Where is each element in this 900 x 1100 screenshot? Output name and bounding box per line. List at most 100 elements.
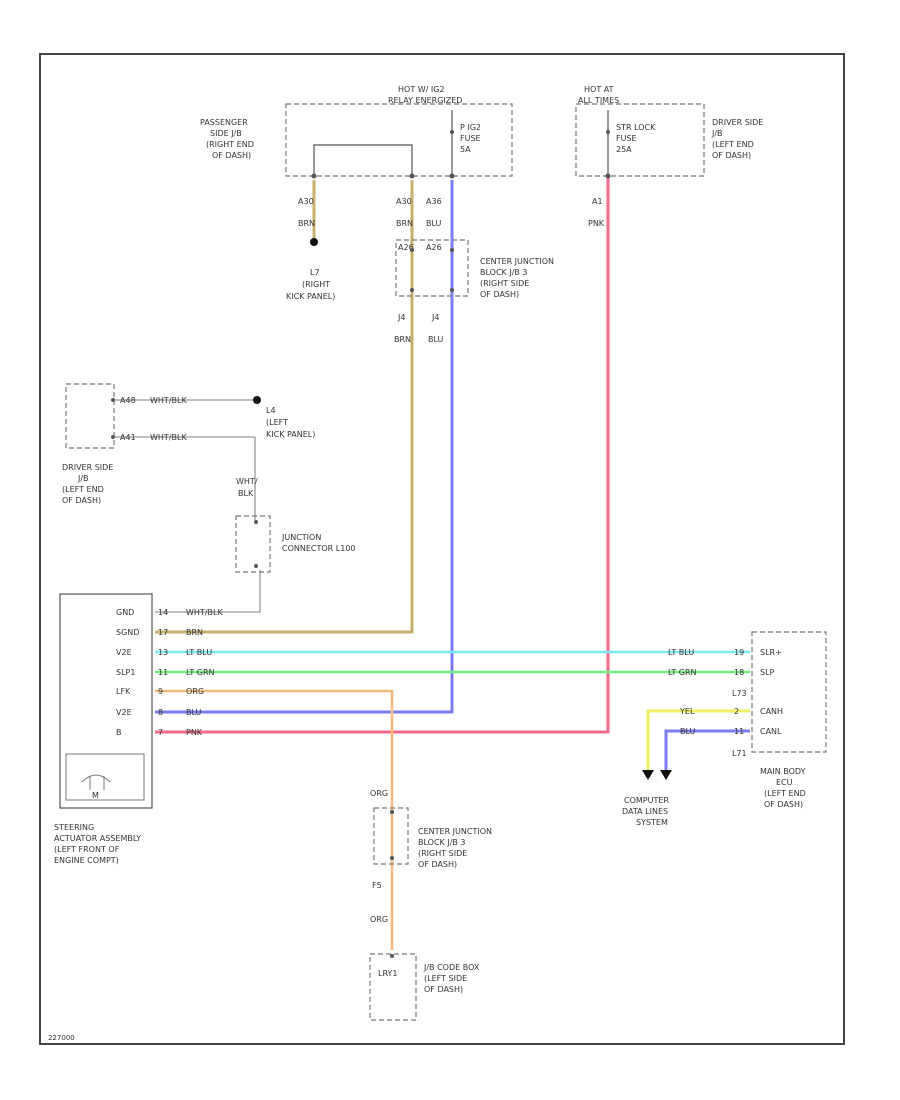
passenger-bus (313, 144, 413, 176)
pin-dot (390, 954, 394, 958)
ecu-pin-number: 19 (734, 648, 744, 657)
pin-dot (605, 173, 611, 179)
pin-dot (450, 288, 454, 292)
wire-pnk-main (155, 178, 610, 734)
steering-wire-label: ORG (186, 687, 204, 696)
motor-icon (81, 774, 111, 790)
hot-sub-label: ALL TIMES (578, 96, 619, 105)
pin-dot (409, 173, 415, 179)
jc-line2: CONNECTOR L100 (282, 544, 356, 553)
pin-dot (311, 173, 317, 179)
pin-dot (410, 248, 414, 252)
ecu-line3: (LEFT END (764, 789, 806, 798)
jcb-line3: OF DASH) (424, 985, 463, 994)
ground-icon (310, 238, 318, 246)
steering-actuator: M STEERING ACTUATOR ASSEMBLY (LEFT FRONT… (54, 593, 153, 865)
wire-color-label: ORG (370, 915, 388, 924)
cjb1-box (395, 239, 469, 297)
ground-icon (253, 396, 261, 404)
ecu-wire-label: LT BLU (668, 648, 694, 657)
pin-label: A48 (120, 396, 136, 405)
center-junction-block-2: ORG CENTER JUNCTION BLOCK J/B 3 (RIGHT S… (370, 789, 492, 924)
pin-dot (449, 173, 455, 179)
pin-label: F5 (372, 881, 382, 890)
steering-line3: (LEFT FRONT OF (54, 845, 120, 854)
jcb-box (369, 953, 417, 1021)
wire-wht-blk-gnd (155, 570, 261, 613)
jb-line4: OF DASH) (712, 151, 751, 160)
pin-label: A41 (120, 433, 136, 442)
steering-wire-label: LT BLU (186, 648, 212, 657)
wire-color-label: BRN (298, 219, 315, 228)
wire-color-label: PNK (588, 219, 605, 228)
fuse-name: STR LOCK (616, 123, 656, 132)
ecu-line2: ECU (776, 778, 793, 787)
pin-dot (410, 288, 414, 292)
ecu-pin-number: 2 (734, 707, 739, 716)
wire-color-label: WHT/BLK (150, 433, 187, 442)
ground-id: L4 (266, 406, 276, 415)
passenger-jb-box (285, 103, 513, 177)
cjb1-line1: CENTER JUNCTION (480, 257, 554, 266)
wire-color-label: WHT/ (236, 477, 258, 486)
ecu-line4: OF DASH) (764, 800, 803, 809)
pin-label: A30 (396, 197, 412, 206)
ecu-pin-name: SLP (760, 668, 775, 677)
cjb2-line4: OF DASH) (418, 860, 457, 869)
ground-line3: KICK PANEL) (286, 292, 335, 301)
passenger-jb: HOT W/ IG2 RELAY ENERGIZED PASSENGER SID… (200, 85, 513, 228)
cjb1-line3: (RIGHT SIDE (480, 279, 529, 288)
hot-label: HOT W/ IG2 (398, 85, 445, 94)
driver-jb-box (65, 383, 115, 449)
jc-line1: JUNCTION (281, 533, 321, 542)
jcb-pin-label: LRY1 (378, 969, 397, 978)
jb-line1: DRIVER SIDE (712, 118, 763, 127)
jcb-line2: (LEFT SIDE (424, 974, 467, 983)
cjb1-line2: BLOCK J/B 3 (480, 268, 528, 277)
junction-connector: WHT/ BLK JUNCTION CONNECTOR L100 (235, 477, 356, 573)
diagram-frame (39, 53, 845, 1045)
fuse-word: FUSE (460, 134, 481, 143)
pin-dot (111, 435, 115, 439)
ecu-box (751, 631, 827, 753)
cjb2-line2: BLOCK J/B 3 (418, 838, 466, 847)
relay-label: RELAY ENERGIZED (388, 96, 462, 105)
ecu-line1: MAIN BODY (760, 767, 806, 776)
ecu-pin-name: CANH (760, 707, 783, 716)
ecu-pin-name: SLR+ (760, 648, 782, 657)
pass-jb-line1: PASSENGER (200, 118, 248, 127)
steering-pin-name: SGND (116, 628, 139, 637)
driver-jb-line3: (LEFT END (62, 485, 104, 494)
fuse-name: P IG2 (460, 123, 481, 132)
steering-pin-number: 14 (158, 608, 168, 617)
steering-pin-number: 8 (158, 708, 163, 717)
steering-pin-name: SLP1 (116, 668, 135, 677)
driver-jb-fuse: HOT AT ALL TIMES STR LOCK FUSE 25A DRIVE… (575, 85, 763, 228)
steering-wire-label: PNK (186, 728, 203, 737)
wire-yel (646, 709, 750, 770)
wire-color-label: BRN (394, 335, 411, 344)
computer-data-lines: COMPUTER DATA LINES SYSTEM (622, 770, 672, 827)
steering-pin-number: 11 (158, 668, 168, 677)
wire-color-label: BLU (428, 335, 444, 344)
wires (113, 178, 750, 950)
wire-color-label: ORG (370, 789, 388, 798)
fuse-word: FUSE (616, 134, 637, 143)
pin-dot (254, 520, 258, 524)
ecu-connector-label: L71 (732, 749, 747, 758)
ecu-wire-label: LT GRN (668, 668, 697, 677)
driver-side-jb-left: A48 WHT/BLK A41 WHT/BLK L4 (LEFT KICK PA… (62, 383, 315, 505)
wire-brn-main (155, 180, 414, 634)
ground-line2: (LEFT (266, 418, 288, 427)
jb-code-box: LRY1 J/B CODE BOX (LEFT SIDE OF DASH) (369, 953, 480, 1021)
pass-jb-line4: OF DASH) (212, 151, 251, 160)
st-fuse-box (575, 103, 705, 177)
steering-line2: ACTUATOR ASSEMBLY (54, 834, 141, 843)
pin-label: J4 (397, 313, 405, 322)
driver-jb-line2: J/B (77, 474, 89, 483)
steering-pin-name: V2E (116, 648, 132, 657)
ecu-pin-number: 18 (734, 668, 744, 677)
steering-line1: STEERING (54, 823, 94, 832)
